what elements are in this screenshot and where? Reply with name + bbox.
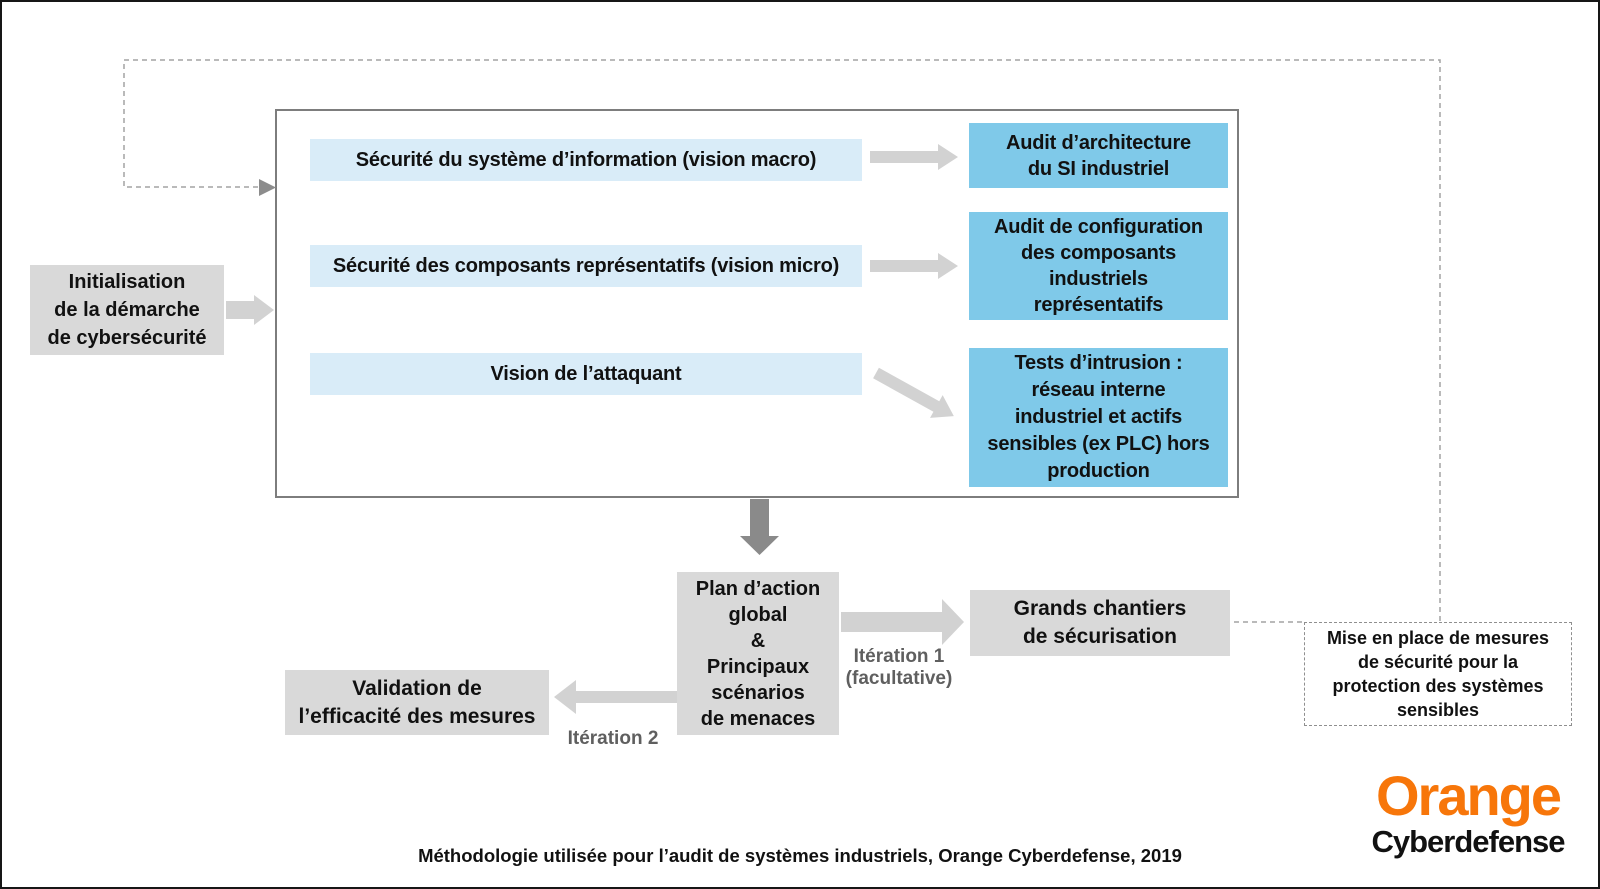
orange-cyberdefense-logo: Orange Cyberdefense bbox=[1355, 764, 1581, 859]
init-arrow-icon bbox=[226, 295, 274, 325]
scope-box-vision-macro: Sécurité du système d’information (visio… bbox=[310, 139, 862, 181]
scope-box-vision-micro: Sécurité des composants représentatifs (… bbox=[310, 245, 862, 287]
scope-box-attaquant: Vision de l’attaquant bbox=[310, 353, 862, 395]
logo-division-text: Cyberdefense bbox=[1371, 824, 1565, 859]
init-box: Initialisation de la démarche de cybersé… bbox=[30, 265, 224, 355]
logo-brand-text: Orange bbox=[1375, 764, 1562, 827]
iteration1-label: Itération 1 (facultative) bbox=[845, 646, 953, 689]
audit-box-architecture: Audit d’architecture du SI industriel bbox=[969, 123, 1228, 188]
mise-en-place-box: Mise en place de mesures de sécurité pou… bbox=[1304, 622, 1572, 726]
audit-box-configuration: Audit de configuration des composants in… bbox=[969, 212, 1228, 320]
audit-box-tests-intrusion: Tests d’intrusion : réseau interne indus… bbox=[969, 348, 1228, 487]
iteration1-arrow-icon bbox=[841, 599, 964, 645]
iteration2-label: Itération 2 bbox=[567, 728, 659, 749]
panel-down-arrow-icon bbox=[740, 499, 779, 555]
iteration2-arrow-icon bbox=[554, 680, 677, 714]
grands-chantiers-box: Grands chantiers de sécurisation bbox=[970, 590, 1230, 656]
feedback-entry-arrowhead-icon bbox=[259, 179, 276, 196]
caption: Méthodologie utilisée pour l’audit de sy… bbox=[418, 845, 1182, 866]
plan-action-box: Plan d’action global & Principaux scénar… bbox=[677, 572, 839, 735]
validation-box: Validation de l’efficacité des mesures bbox=[285, 670, 549, 735]
